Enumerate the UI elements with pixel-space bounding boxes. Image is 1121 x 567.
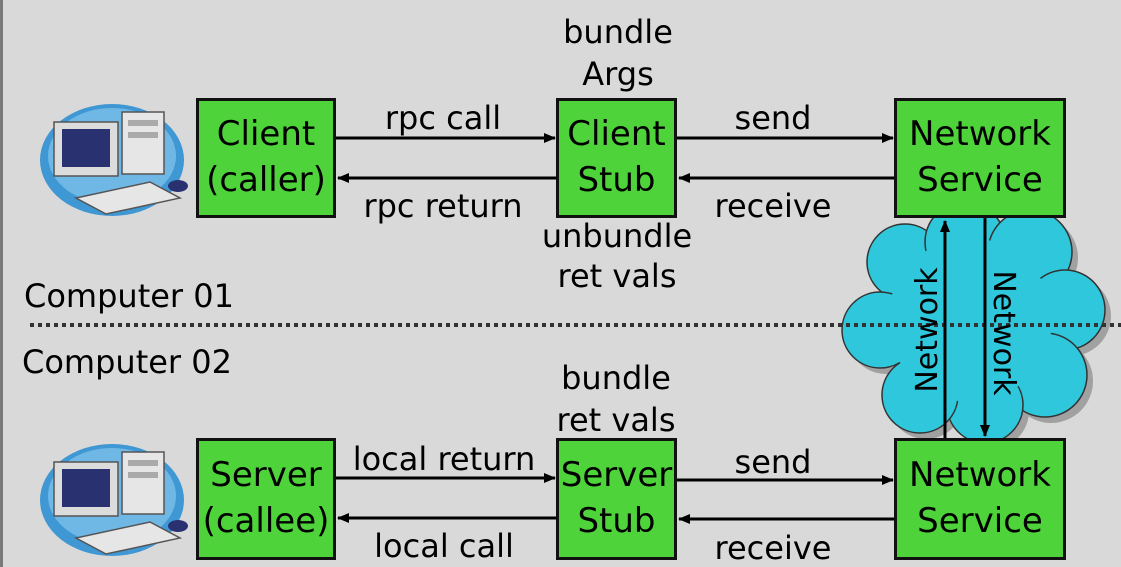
client-box: Client (caller) (196, 98, 336, 218)
client-box-line1: Client (216, 114, 316, 155)
network-service-top-line2: Service (917, 160, 1043, 200)
label-unbundle-line2: ret vals (557, 257, 677, 295)
label-receive-bottom: receive (714, 529, 832, 567)
computer-icon (40, 444, 188, 556)
label-network-right: Network (986, 270, 1021, 396)
label-bundle-ret-line1: bundle (561, 359, 671, 397)
label-local-call: local call (374, 527, 514, 565)
server-box-line2: (callee) (202, 501, 330, 541)
client-stub-line1: Client (567, 114, 666, 155)
label-rpc-call: rpc call (384, 99, 502, 137)
network-service-bottom-line1: Network (909, 455, 1051, 496)
network-service-bottom-line2: Service (917, 501, 1043, 541)
client-stub-box: Client Stub (556, 98, 677, 218)
label-rpc-return: rpc return (363, 187, 523, 225)
left-border (0, 0, 3, 567)
label-network-left: Network (910, 267, 945, 393)
label-unbundle-line1: unbundle (541, 217, 693, 255)
server-box-line1: Server (210, 455, 322, 496)
server-stub-line2: Stub (577, 501, 656, 541)
label-send-bottom: send (734, 443, 812, 481)
network-service-top-line1: Network (909, 114, 1051, 155)
computer-icon (40, 104, 188, 216)
label-computer-01: Computer 01 (24, 277, 234, 315)
server-stub-box: Server Stub (556, 438, 677, 560)
client-stub-line2: Stub (577, 160, 656, 200)
label-receive-top: receive (714, 187, 832, 225)
network-service-box-bottom: Network Service (894, 438, 1066, 560)
label-bundle-args-line1: bundle (563, 13, 673, 51)
server-stub-line1: Server (560, 455, 673, 496)
label-bundle-ret-line2: ret vals (556, 401, 676, 439)
client-box-line2: (caller) (206, 160, 326, 200)
server-box: Server (callee) (196, 438, 336, 560)
label-local-return: local return (352, 440, 536, 478)
network-service-box-top: Network Service (894, 98, 1066, 218)
label-bundle-args-line2: Args (582, 55, 654, 93)
label-computer-02: Computer 02 (22, 343, 232, 381)
label-send-top: send (734, 99, 812, 137)
